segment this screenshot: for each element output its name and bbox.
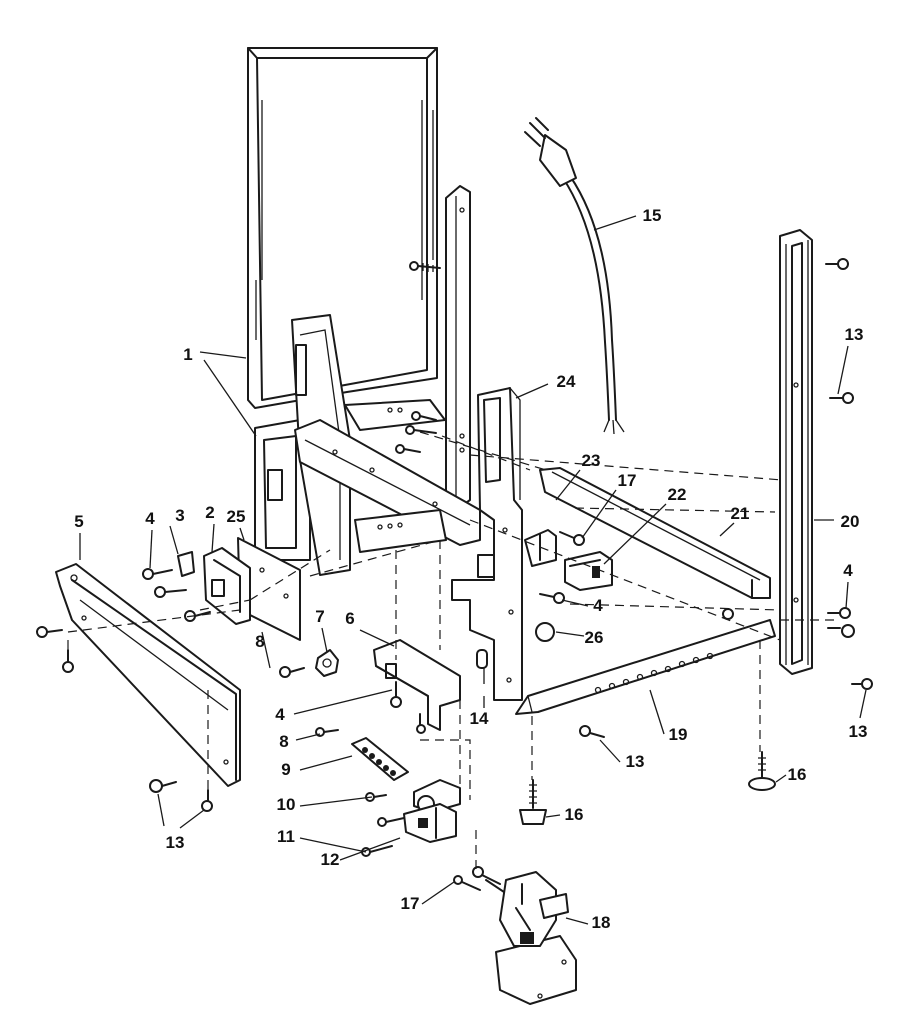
part-26-plug <box>535 622 555 642</box>
part-18-valve-assembly <box>472 866 577 1005</box>
part-6-housing <box>373 639 461 731</box>
part-12-valve-body <box>403 803 457 843</box>
callout-c16b: 16 <box>565 805 584 824</box>
callout-c17a: 17 <box>618 471 637 490</box>
callout-c20: 20 <box>841 512 860 531</box>
callout-c3: 3 <box>175 506 184 525</box>
part-16-foot-left <box>519 779 547 825</box>
callout-c13c: 13 <box>626 752 645 771</box>
callout-c26: 26 <box>585 628 604 647</box>
callout-c4d: 4 <box>275 705 285 724</box>
screw-13-lower-rail <box>579 725 605 738</box>
assembly-lines <box>67 431 840 870</box>
callout-c10: 10 <box>277 795 296 814</box>
callout-c4b: 4 <box>843 561 853 580</box>
screws-housing <box>390 681 426 734</box>
part-16-foot-right <box>748 751 776 791</box>
callout-c19: 19 <box>669 725 688 744</box>
screw-8-upper <box>279 666 305 678</box>
main-chassis <box>254 314 523 701</box>
callout-c17b: 17 <box>401 894 420 913</box>
callout-c7: 7 <box>315 607 324 626</box>
callout-c24: 24 <box>557 372 576 391</box>
callout-c15: 15 <box>643 206 662 225</box>
part-22-switch-block <box>564 551 613 591</box>
callout-c13a: 13 <box>845 325 864 344</box>
part-20-right-rail <box>779 229 813 675</box>
callout-c18: 18 <box>592 913 611 932</box>
screws-left-rail <box>36 626 213 812</box>
callout-c23: 23 <box>582 451 601 470</box>
part-23-bracket <box>524 529 557 567</box>
part-15-power-cord <box>524 117 625 435</box>
callout-c5: 5 <box>74 512 83 531</box>
callout-c4c: 4 <box>593 596 603 615</box>
part-2-bracket <box>203 547 251 625</box>
screw-top-center <box>409 261 441 272</box>
callout-c13b: 13 <box>849 722 868 741</box>
part-24-vertical-post <box>445 185 471 511</box>
screws-left-bracket <box>142 568 211 622</box>
callout-c9: 9 <box>281 760 290 779</box>
callout-c25: 25 <box>227 507 246 526</box>
callout-c8b: 8 <box>279 732 288 751</box>
callout-c22: 22 <box>668 485 687 504</box>
part-1-panel-frame <box>247 47 438 409</box>
callout-c8a: 8 <box>255 632 264 651</box>
callout-c21: 21 <box>731 504 750 523</box>
part-9-terminal-block <box>351 737 409 781</box>
part-21-upper-right-rail <box>539 467 771 599</box>
screws-back-rail <box>395 411 437 454</box>
screw-17-lower <box>453 875 481 891</box>
callout-c4a: 4 <box>145 509 155 528</box>
callout-c13d: 13 <box>166 833 185 852</box>
callout-c14: 14 <box>470 709 489 728</box>
leader-lines <box>79 215 867 925</box>
callout-c11: 11 <box>277 827 295 846</box>
part-7-clamp <box>315 649 339 677</box>
part-19-lower-rail <box>515 619 776 715</box>
screws-right-brackets <box>539 531 734 620</box>
part-5-left-rail <box>55 563 241 787</box>
callout-c1: 1 <box>183 345 192 364</box>
callout-c12: 12 <box>321 850 340 869</box>
callout-c6: 6 <box>345 609 354 628</box>
callout-c16a: 16 <box>788 765 807 784</box>
callout-c2: 2 <box>205 503 214 522</box>
part-3-clip <box>177 551 195 577</box>
screws-right-rail <box>825 258 873 690</box>
